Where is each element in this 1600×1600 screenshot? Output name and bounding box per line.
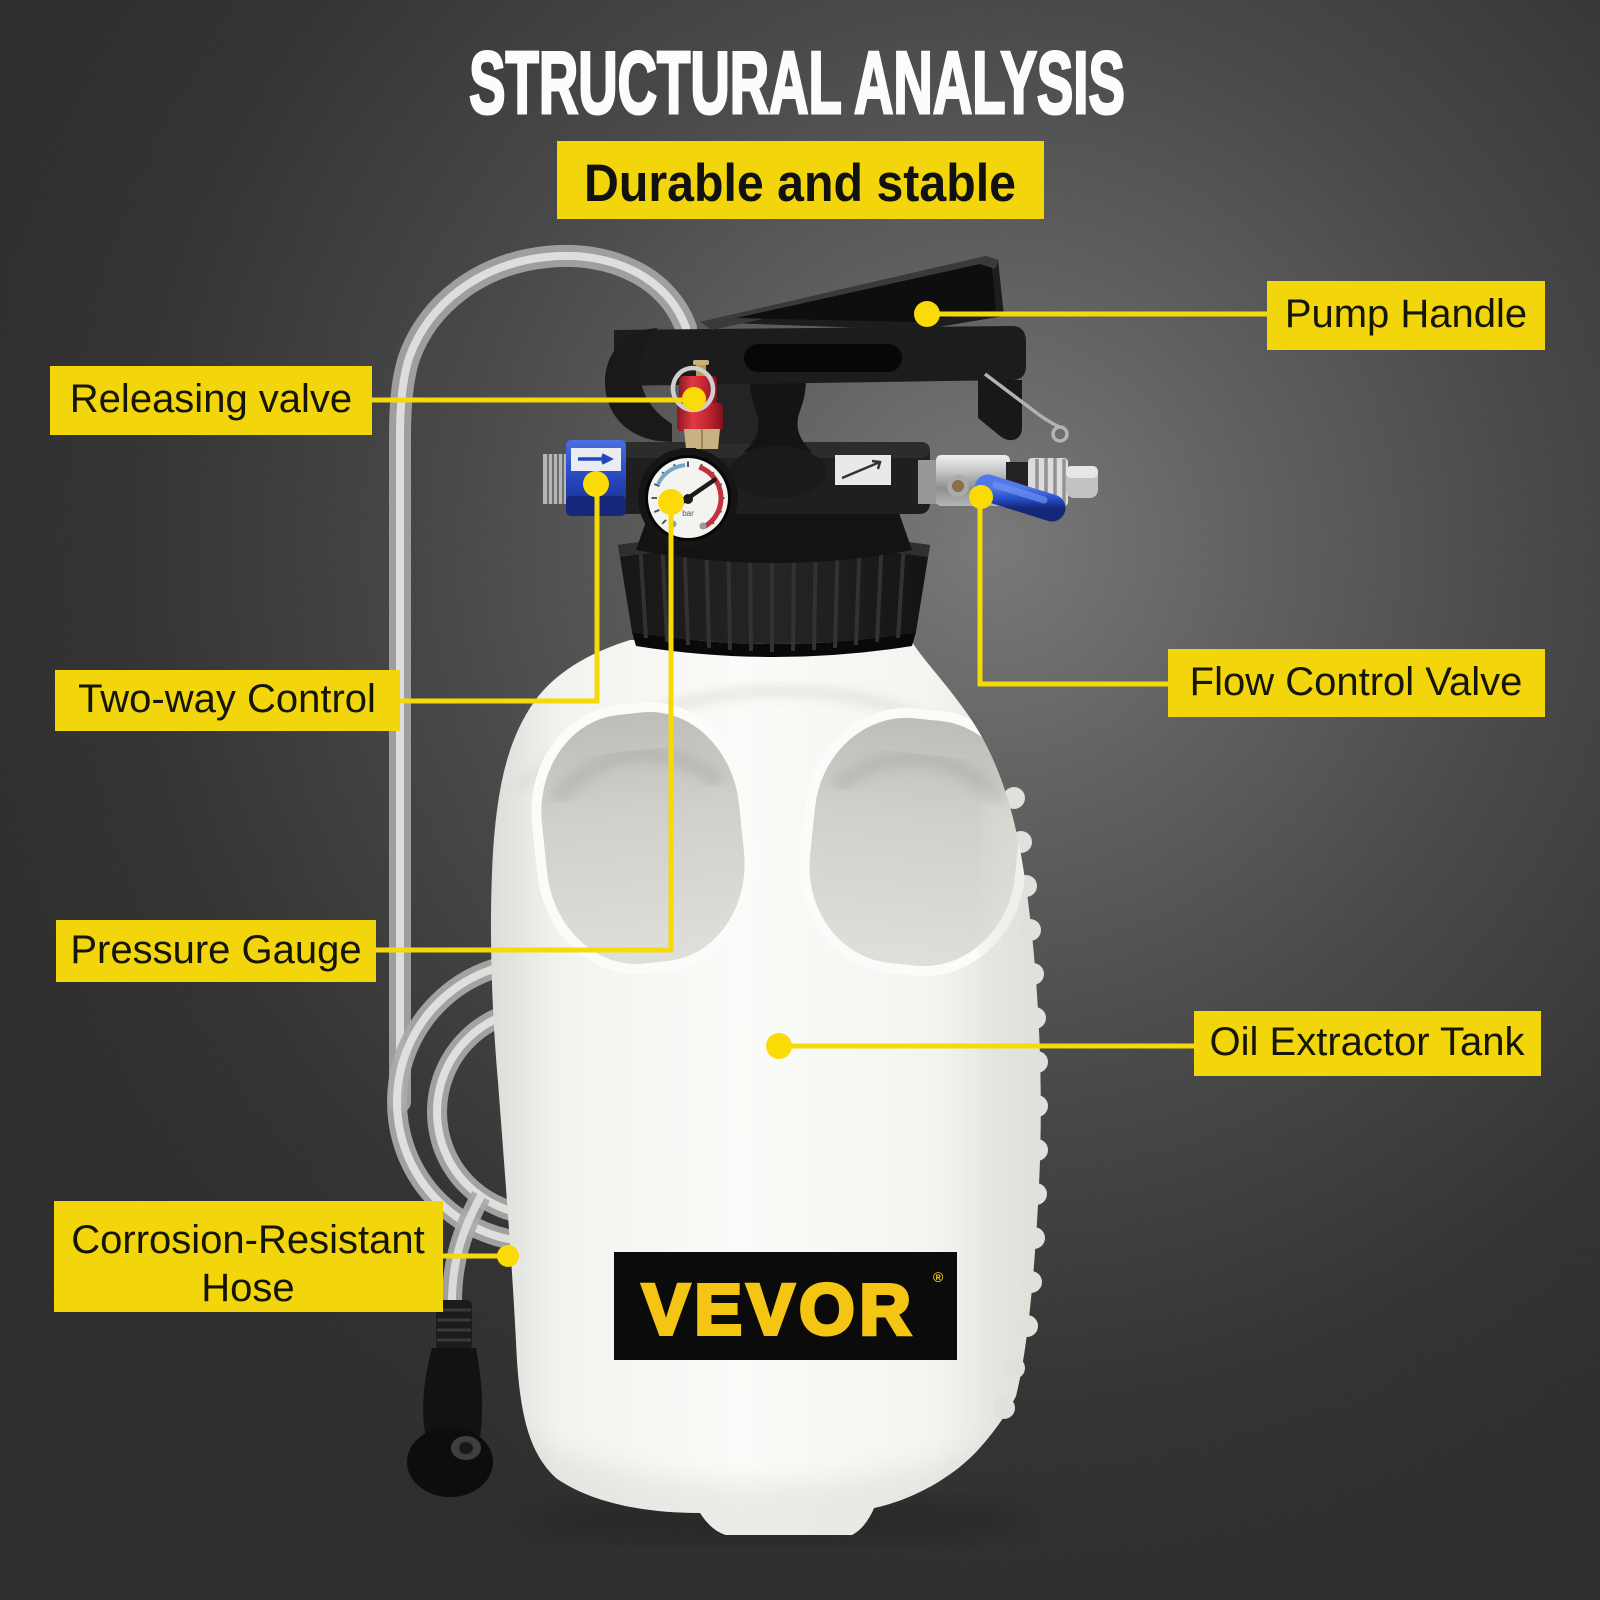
svg-text:Releasing valve: Releasing valve [70,377,352,421]
svg-text:Flow Control Valve: Flow Control Valve [1190,660,1523,704]
svg-text:Hose: Hose [201,1266,294,1310]
svg-text:VEVOR: VEVOR [642,1271,916,1350]
svg-text:STRUCTURAL ANALYSIS: STRUCTURAL ANALYSIS [469,34,1125,133]
svg-text:Corrosion-Resistant: Corrosion-Resistant [71,1218,424,1262]
svg-text:Durable and stable: Durable and stable [584,154,1016,213]
svg-text:bar: bar [682,509,694,518]
svg-text:Pressure Gauge: Pressure Gauge [70,928,361,972]
svg-text:Two-way Control: Two-way Control [78,677,376,721]
svg-text:Pump Handle: Pump Handle [1285,292,1527,336]
svg-text:®: ® [933,1269,944,1285]
svg-text:Oil Extractor Tank: Oil Extractor Tank [1210,1020,1526,1064]
